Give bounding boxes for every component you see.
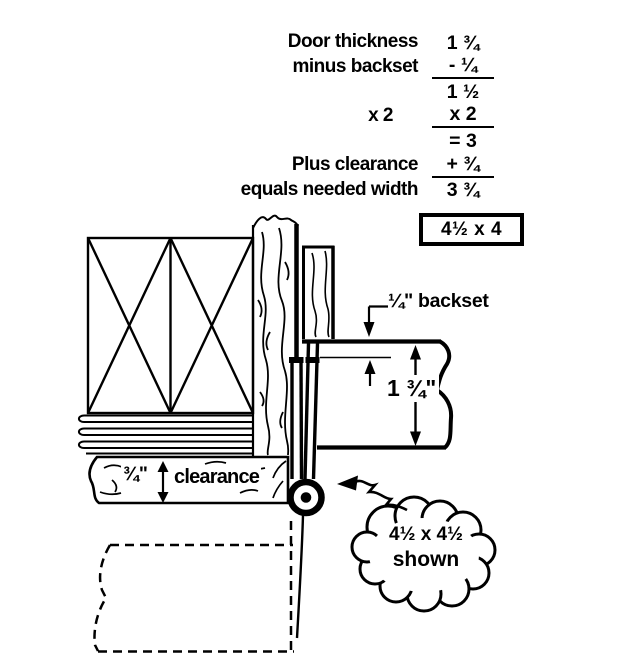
hinge-size-result-label: 4½ x 4	[440, 219, 503, 240]
calc-row: = 3	[225, 128, 495, 153]
calc-value: 1 ½	[446, 80, 480, 103]
hinge-width-calculation: Door thickness 1 ¾ minus backset - ¼ 1 ½…	[225, 30, 495, 202]
calc-row: minus backset - ¼	[225, 54, 495, 80]
jamb-wood-grain	[257, 227, 290, 456]
calc-label: minus backset	[292, 55, 419, 77]
door-thickness-dimension-label: 1 ¾"	[384, 375, 440, 402]
calc-label: equals needed width	[240, 178, 419, 200]
calc-row: x 2 x 2	[225, 103, 495, 129]
stop-wood-grain	[311, 250, 330, 338]
calc-value: 1 ¾	[446, 31, 480, 54]
laminate-layers	[77, 414, 253, 455]
cloud-shown-label: shown	[392, 548, 460, 571]
calc-value: 3 ¾	[446, 179, 480, 202]
backset-arrow-up	[364, 360, 376, 374]
calc-row: equals needed width 3 ¾	[225, 178, 495, 203]
calc-label: Door thickness	[287, 31, 419, 52]
backset-dimension	[320, 305, 391, 386]
cloud-pointer-arrow	[337, 475, 408, 512]
calc-value: - ¼	[432, 54, 494, 80]
wall-section	[86, 236, 255, 415]
arrowhead-left-icon	[337, 475, 358, 491]
hinge-pin-icon	[300, 492, 312, 503]
phantom-door-dashed	[93, 521, 294, 653]
calc-value: x 2	[432, 103, 494, 129]
annotation-cloud	[350, 495, 497, 613]
clearance-word-label: clearance	[172, 466, 262, 489]
thickness-arrow-down	[410, 431, 421, 446]
calc-row: Plus clearance + ¾	[225, 153, 495, 178]
calc-value: + ¾	[432, 153, 494, 178]
cloud-annotation-text: 4½ x 4½ shown	[358, 522, 494, 573]
clearance-value-label: ¾"	[121, 464, 150, 486]
cloud-size-label: 4½ x 4½	[389, 524, 463, 545]
hinge	[287, 343, 325, 517]
door-stop	[302, 245, 335, 339]
jamb-board	[251, 214, 299, 457]
phantom-door-edge-line	[295, 514, 305, 639]
backset-dimension-label: ¼" backset	[388, 290, 489, 312]
calc-row: Door thickness 1 ¾	[225, 30, 495, 55]
hinge-size-result-box: 4½ x 4	[419, 213, 524, 246]
calc-label: Plus clearance	[291, 153, 419, 175]
calc-label: x 2	[368, 104, 393, 126]
thickness-arrow-up	[410, 345, 421, 360]
backset-arrow-down	[363, 322, 375, 337]
calc-value: = 3	[449, 129, 477, 152]
clearance-dimension-arrow	[157, 461, 169, 503]
calc-row: 1 ½	[225, 79, 495, 104]
